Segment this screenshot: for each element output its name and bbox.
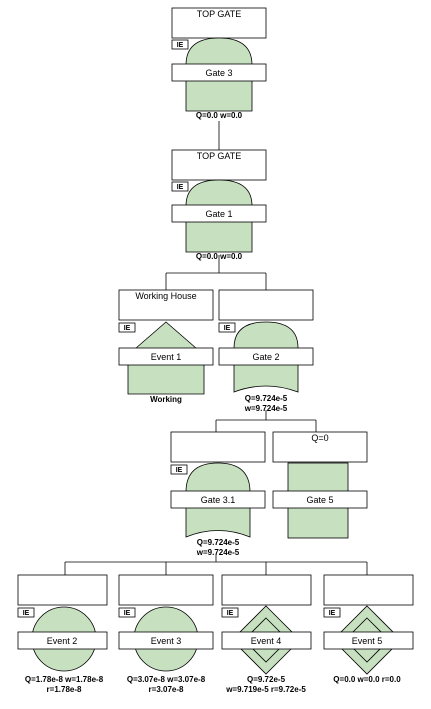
- ie-label: IE: [124, 325, 131, 332]
- node-name-box: [118, 631, 214, 650]
- node-gate-3-1[interactable]: IE Gate 3.1 Q=9.724e-5 w=9.724e-5: [170, 431, 266, 557]
- node-title-box: [221, 574, 312, 606]
- node-probability: Q=9.724e-5: [197, 538, 240, 547]
- node-title-box: [272, 431, 368, 463]
- connector-lines: [64, 121, 368, 575]
- node-name-box: [171, 63, 267, 82]
- node-probability: Q=0.0 w=0.0 r=0.0: [333, 675, 401, 684]
- node-name-box: [170, 490, 266, 509]
- node-name: Gate 3: [205, 68, 232, 78]
- ie-label: IE: [177, 42, 184, 49]
- node-title-box: [17, 574, 108, 606]
- node-title-box: [218, 289, 314, 321]
- node-name-box: [272, 490, 368, 509]
- node-probability: Q=3.07e-8 w=3.07e-8: [127, 675, 206, 684]
- node-name: Gate 3.1: [201, 495, 236, 505]
- node-gate-3[interactable]: TOP GATE IE Gate 3 Q=0.0 w=0.0: [171, 7, 267, 120]
- node-title-box: [118, 289, 214, 321]
- node-gate-1[interactable]: TOP GATE IE Gate 1 Q=0.0 w=0.0: [171, 149, 267, 261]
- node-event-2[interactable]: IE Event 2 Q=1.78e-8 w=1.78e-8 r=1.78e-8: [17, 574, 108, 694]
- node-probability: Q=1.78e-8 w=1.78e-8: [25, 675, 104, 684]
- ie-tag: [17, 607, 35, 618]
- ie-label: IE: [23, 610, 30, 617]
- node-probability: Q=0.0 w=0.0: [196, 111, 243, 120]
- node-title-box: [171, 149, 267, 181]
- ie-tag: [118, 607, 136, 618]
- node-name: Gate 5: [306, 495, 333, 505]
- node-rate: r=3.07e-8: [149, 685, 184, 694]
- node-name: Gate 2: [252, 352, 279, 362]
- node-name: Event 3: [151, 636, 182, 646]
- node-state: Working: [150, 395, 182, 404]
- node-rate: w=9.719e-5 r=9.72e-5: [225, 685, 306, 694]
- node-gate-5[interactable]: Q=0 Gate 5: [272, 431, 368, 539]
- ie-tag: [218, 322, 236, 333]
- ie-label: IE: [224, 325, 231, 332]
- ie-tag: [221, 607, 239, 618]
- node-frequency: w=9.724e-5: [244, 404, 288, 413]
- node-title: TOP GATE: [197, 151, 242, 161]
- node-name: Event 1: [151, 352, 182, 362]
- node-name: Gate 1: [205, 209, 232, 219]
- node-name-box: [118, 347, 214, 366]
- node-name-box: [221, 631, 312, 650]
- ie-tag: [171, 181, 189, 192]
- node-event-5[interactable]: IE Event 5 Q=0.0 w=0.0 r=0.0: [323, 574, 414, 684]
- node-event-3[interactable]: IE Event 3 Q=3.07e-8 w=3.07e-8 r=3.07e-8: [118, 574, 214, 694]
- node-rate: r=1.78e-8: [47, 685, 82, 694]
- ie-label: IE: [124, 610, 131, 617]
- node-probability: Q=9.72e-5: [247, 675, 286, 684]
- ie-tag: [323, 607, 341, 618]
- node-title-box: [170, 431, 266, 463]
- ie-tag: [171, 39, 189, 50]
- node-name: Event 2: [47, 636, 78, 646]
- node-title: TOP GATE: [197, 9, 242, 19]
- ie-label: IE: [227, 610, 234, 617]
- node-event-4[interactable]: IE Event 4 Q=9.72e-5 w=9.719e-5 r=9.72e-…: [221, 574, 312, 694]
- node-name: Event 5: [352, 636, 383, 646]
- ie-tag: [170, 464, 188, 475]
- ie-label: IE: [329, 610, 336, 617]
- node-gate-2[interactable]: IE Gate 2 Q=9.724e-5 w=9.724e-5: [218, 289, 314, 413]
- node-name: Event 4: [251, 636, 282, 646]
- node-probability: Q=0.0 w=0.0: [196, 252, 243, 261]
- ie-label: IE: [177, 184, 184, 191]
- node-title-box: [118, 574, 214, 606]
- node-title-box: [171, 7, 267, 39]
- ie-label: IE: [176, 467, 183, 474]
- node-frequency: w=9.724e-5: [196, 548, 240, 557]
- node-probability: Q=9.724e-5: [245, 394, 288, 403]
- node-name-box: [17, 631, 108, 650]
- ie-tag: [118, 322, 136, 333]
- node-event-1[interactable]: Working House IE Event 1 Working: [118, 289, 214, 404]
- node-title: Q=0: [311, 433, 328, 443]
- node-name-box: [171, 204, 267, 223]
- node-name-box: [323, 631, 414, 650]
- node-name-box: [218, 347, 314, 366]
- node-title: Working House: [135, 291, 196, 301]
- node-title-box: [323, 574, 414, 606]
